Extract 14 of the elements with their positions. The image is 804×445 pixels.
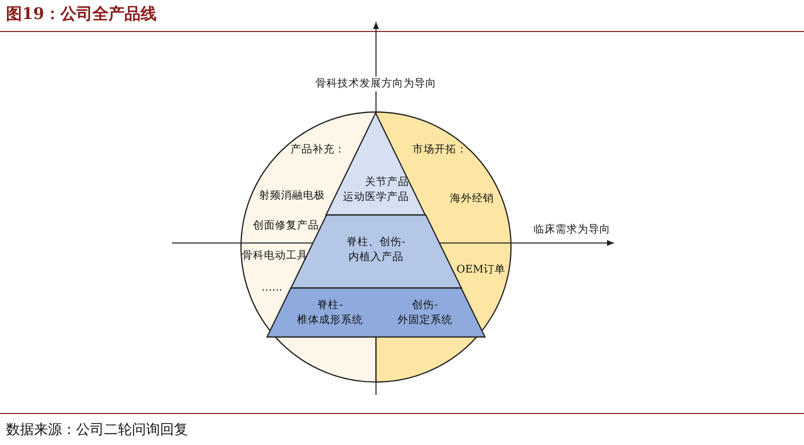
heading: 产品补充： <box>290 142 346 158</box>
source-note: 数据来源：公司二轮问询回复 <box>6 421 188 439</box>
product-label: 脊柱、创伤-内植入产品 <box>346 235 406 265</box>
product-label: 关节产品运动医学产品 <box>342 175 410 205</box>
product-label: 骨科电动工具 <box>242 248 308 264</box>
heading: 市场开拓： <box>412 142 468 158</box>
product-label: 射频消融电极 <box>259 188 325 204</box>
title: 图19：公司全产品线 <box>6 4 156 25</box>
product-label: OEM订单 <box>456 262 506 278</box>
product-label: 脊柱-椎体成形系统 <box>296 298 364 328</box>
product-label: 创伤-外固定系统 <box>396 298 454 328</box>
product-label: …… <box>262 280 282 296</box>
product-label: 创面修复产品 <box>253 218 319 234</box>
product-label: 海外经销 <box>450 192 494 206</box>
